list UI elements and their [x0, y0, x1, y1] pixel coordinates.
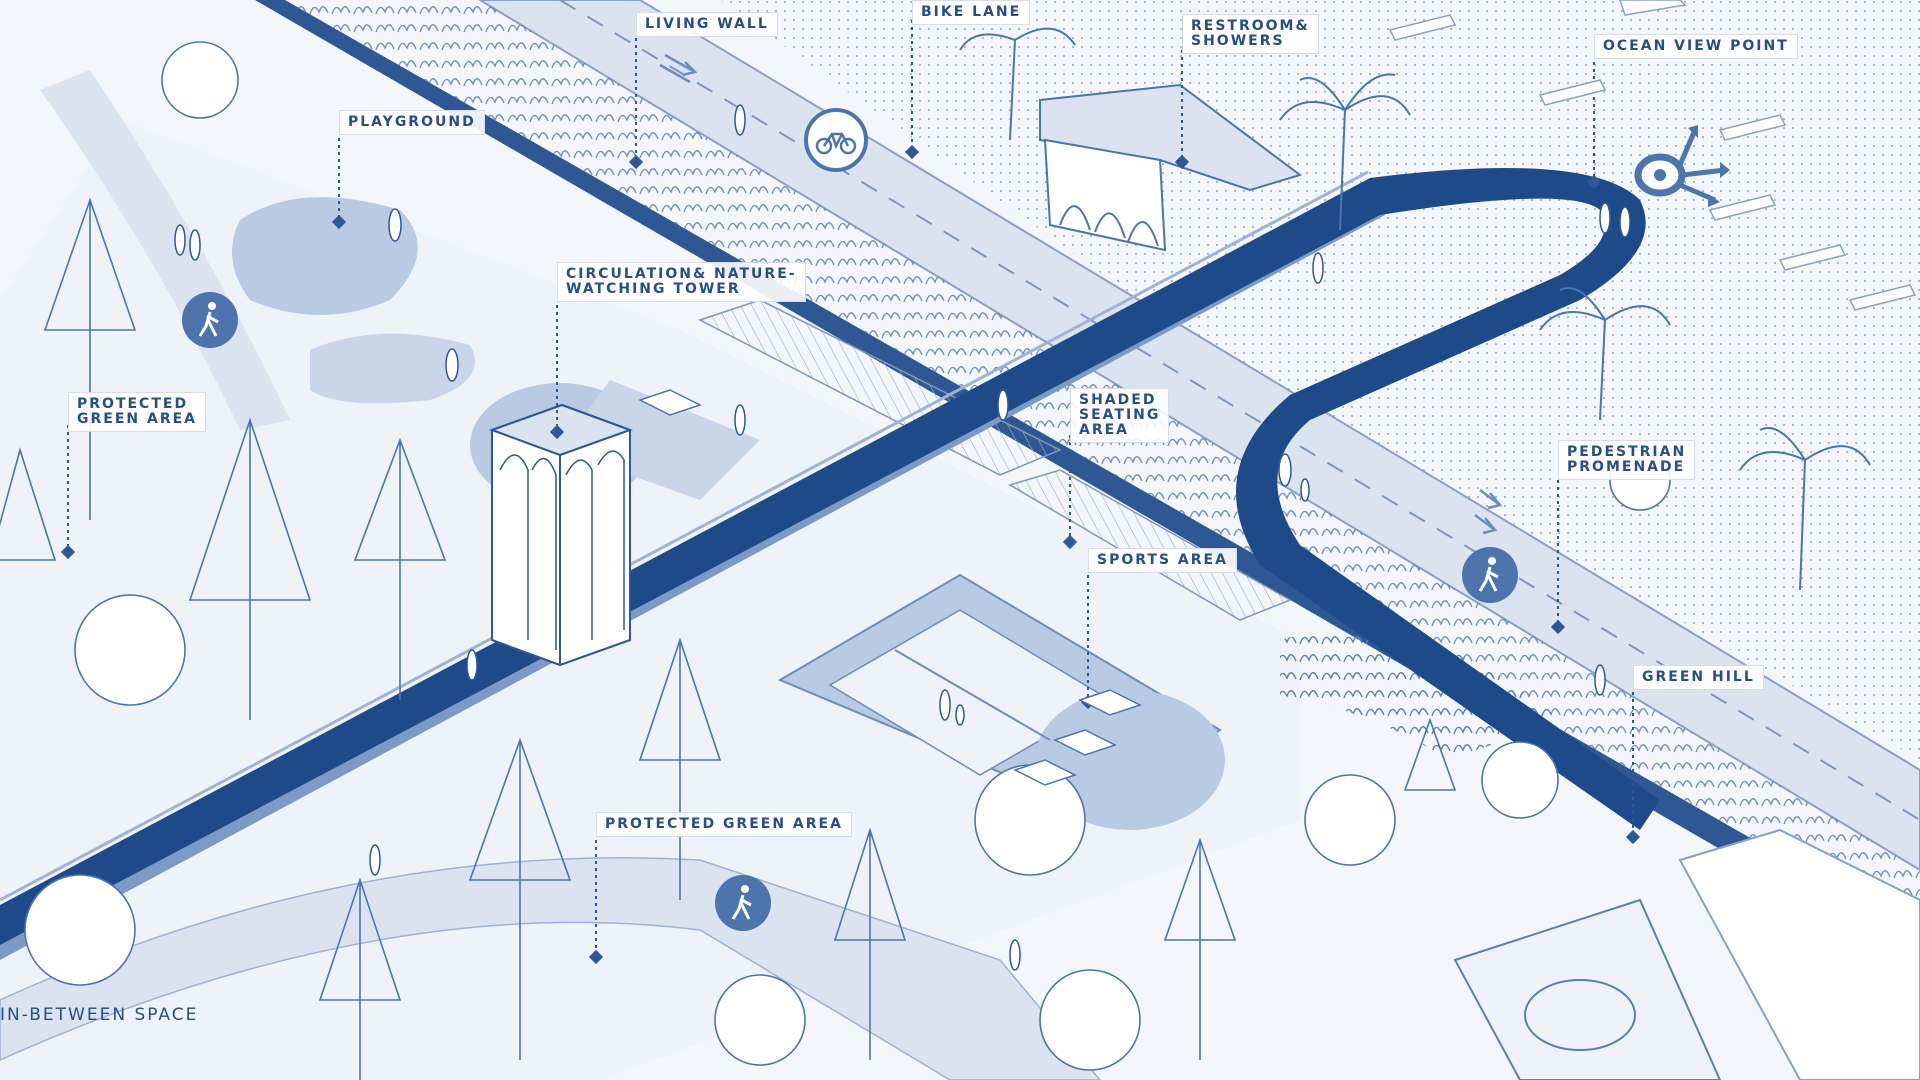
people-figures	[174, 104, 1631, 971]
bicycle-icon	[804, 108, 868, 172]
lower-walking-path	[0, 857, 1101, 1080]
label-restroom-showers: RESTROOM& SHOWERS	[1182, 14, 1319, 54]
basketball-court	[1453, 898, 1722, 1080]
label-pedestrian-line-2: PROMENADE	[1567, 459, 1686, 475]
playground-zone	[232, 197, 418, 315]
label-protected-green-area-left: PROTECTED GREEN AREA	[68, 392, 207, 432]
lane-arrow-icon	[659, 53, 1503, 535]
label-protected-green-lower-text: PROTECTED GREEN AREA	[605, 816, 843, 832]
tower-court	[560, 380, 760, 500]
label-protected-green-left-line-1: PROTECTED	[77, 396, 189, 412]
sports-area-round-plaza	[1035, 690, 1225, 830]
ocean-view-point-icon	[1634, 125, 1730, 207]
label-bike-lane-text: BIKE LANE	[921, 4, 1022, 20]
shaded-seating-steps-lower	[1008, 469, 1292, 621]
promenade-railing	[0, 170, 1369, 902]
pedestrian-icon	[1462, 547, 1518, 603]
nature-watching-tower-arches	[499, 450, 625, 650]
round-trees	[24, 41, 1671, 1071]
conifer-trees	[0, 197, 1457, 1080]
label-sports-area: SPORTS AREA	[1088, 548, 1237, 573]
label-in-between-space: IN-BETWEEN SPACE	[0, 1005, 199, 1025]
playground-zone-lower	[310, 333, 475, 404]
label-sports-area-text: SPORTS AREA	[1097, 552, 1228, 568]
label-bike-lane: BIKE LANE	[912, 0, 1031, 25]
corner-building	[1678, 828, 1920, 1080]
label-living-wall-text: LIVING WALL	[645, 16, 769, 32]
label-playground: PLAYGROUND	[339, 110, 485, 135]
restroom-pavilion-wall	[1043, 138, 1167, 252]
sports-court-net	[894, 649, 1051, 741]
label-shaded-line-3: AREA	[1079, 422, 1130, 438]
label-pedestrian-promenade: PEDESTRIAN PROMENADE	[1558, 440, 1696, 480]
label-protected-green-area-lower: PROTECTED GREEN AREA	[596, 812, 852, 837]
label-circulation-tower: CIRCULATION& NATURE- WATCHING TOWER	[557, 262, 806, 302]
label-shaded-seating-area: SHADED SEATING AREA	[1070, 388, 1170, 443]
restroom-pavilion-roof	[1039, 83, 1303, 192]
basketball-center-circle	[1524, 979, 1636, 1051]
beach-loungers	[1388, 0, 1917, 311]
label-ocean-view-point: OCEAN VIEW POINT	[1594, 34, 1798, 59]
label-tower-line-1: CIRCULATION& NATURE-	[566, 266, 797, 282]
pedestrian-icon	[715, 875, 771, 931]
label-pedestrian-line-1: PEDESTRIAN	[1567, 444, 1687, 460]
palm-trees	[959, 27, 1871, 591]
label-restroom-line-2: SHOWERS	[1191, 33, 1285, 49]
label-shaded-line-2: SEATING	[1079, 407, 1161, 423]
label-green-hill: GREEN HILL	[1633, 665, 1764, 690]
pedestrian-icon	[182, 292, 238, 348]
ping-pong-tables	[638, 389, 1142, 786]
green-hill	[1280, 630, 1560, 760]
restroom-pavilion-arches	[1059, 205, 1159, 247]
label-leader-lines	[67, 20, 1634, 955]
label-tower-line-2: WATCHING TOWER	[566, 281, 741, 297]
label-green-hill-text: GREEN HILL	[1642, 669, 1755, 685]
label-protected-green-left-line-2: GREEN AREA	[77, 411, 198, 427]
label-ocean-view-point-text: OCEAN VIEW POINT	[1603, 38, 1789, 54]
label-playground-text: PLAYGROUND	[348, 114, 476, 130]
label-restroom-line-1: RESTROOM&	[1191, 18, 1310, 34]
label-living-wall: LIVING WALL	[636, 12, 778, 37]
label-shaded-line-1: SHADED	[1079, 392, 1157, 408]
